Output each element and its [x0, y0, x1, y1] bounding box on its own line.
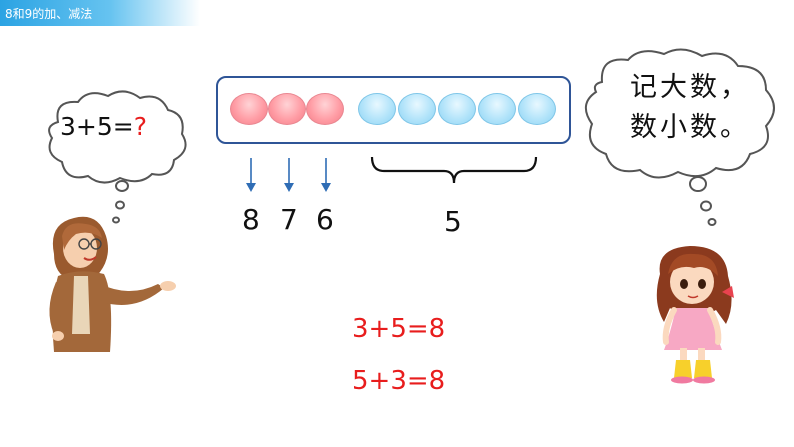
- blue-bead: [358, 93, 396, 125]
- blue-bead: [438, 93, 476, 125]
- teacher-illustration: [49, 216, 176, 352]
- hint-line-2: 数小数。: [630, 112, 750, 143]
- equation-1: 3+5=8: [352, 314, 446, 344]
- page-title: 8和9的加、减法: [5, 7, 93, 21]
- girl-illustration: [656, 246, 734, 384]
- group-count-label: 5: [444, 205, 462, 238]
- count-label-6: 6: [316, 203, 334, 236]
- down-arrow-icon: [321, 158, 331, 192]
- blue-bead: [398, 93, 436, 125]
- hint-line-1: 记大数，: [630, 72, 750, 103]
- equation-2: 5+3=8: [352, 366, 446, 396]
- down-arrow-icon: [246, 158, 256, 192]
- pink-bead: [268, 93, 306, 125]
- pink-bead: [230, 93, 268, 125]
- down-arrow-icon: [284, 158, 294, 192]
- bubble-hint: 记大数， 数小数。: [630, 68, 750, 148]
- blue-bead: [478, 93, 516, 125]
- blue-bead: [518, 93, 556, 125]
- expression-text: 3+5=: [60, 112, 134, 141]
- pink-bead: [306, 93, 344, 125]
- header-banner: 8和9的加、减法: [0, 0, 200, 26]
- count-label-7: 7: [280, 203, 298, 236]
- count-label-8: 8: [242, 203, 260, 236]
- bubble-expression: 3+5=?: [60, 112, 147, 141]
- thought-bubble-left: [48, 90, 187, 224]
- question-mark: ?: [133, 112, 147, 141]
- curly-brace-icon: [370, 156, 538, 184]
- thought-bubble-right: [585, 48, 775, 226]
